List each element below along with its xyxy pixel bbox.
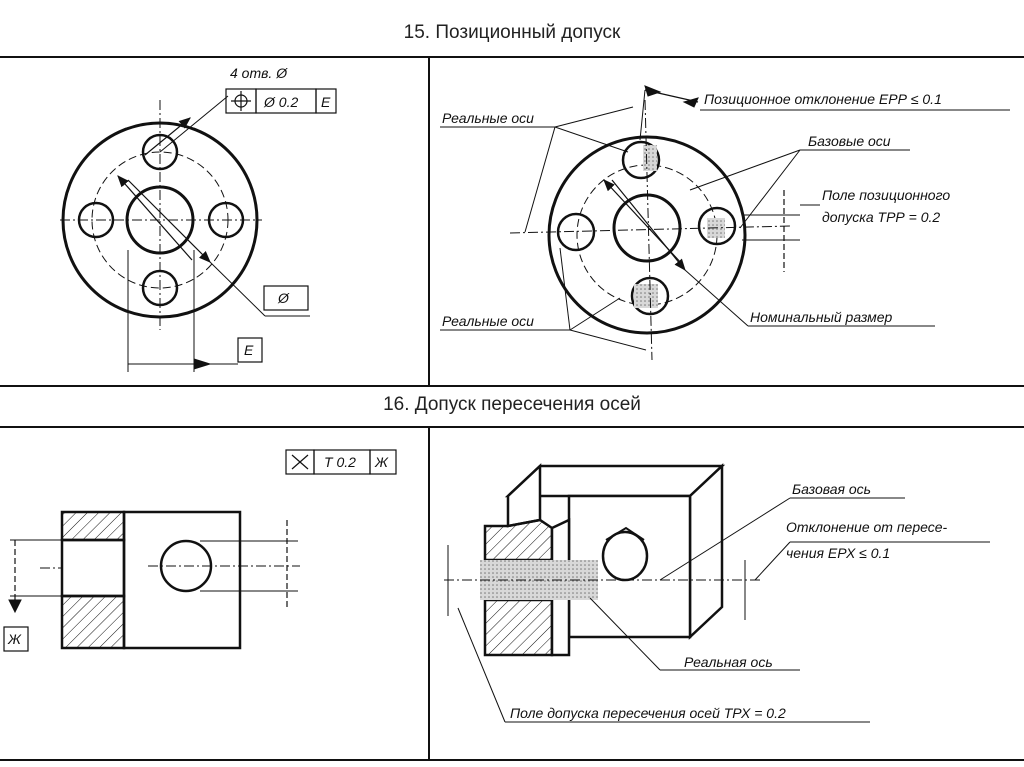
position-fcf-datum: E (321, 94, 331, 110)
flange-front-view (60, 95, 310, 372)
real-axes-bottom-label: Реальные оси (442, 313, 534, 329)
block-section-view (8, 510, 300, 650)
datum-e-box (237, 337, 263, 363)
block-isometric-view (444, 463, 990, 723)
deviation-line2: чения ЕРХ ≤ 0.1 (786, 545, 890, 561)
diameter-box (263, 285, 309, 311)
intersection-fcf (285, 449, 397, 475)
real-axes-top-label: Реальные оси (442, 110, 534, 126)
section-15-title: 15. Позиционный допуск (403, 22, 621, 43)
base-axes-label: Базовые оси (808, 133, 891, 149)
frame-lines (0, 56, 1024, 761)
positional-deviation-label: Позиционное отклонение ЕРР ≤ 0.1 (704, 91, 942, 107)
deviation-line1: Отклонение от пересе- (786, 519, 948, 535)
intersection-fcf-value: T 0.2 (324, 454, 356, 470)
datum-zh-label: Ж (7, 631, 22, 647)
diameter-box-label: Ø (277, 290, 290, 306)
real-axis-label: Реальная ось (684, 654, 773, 670)
intersection-fcf-datum: Ж (374, 454, 389, 470)
base-axis-label: Базовая ось (792, 481, 871, 497)
flange-tolerance-view (440, 85, 1010, 361)
positional-field-line2: допуска ТРР = 0.2 (822, 209, 940, 225)
nominal-size-label: Номинальный размер (750, 309, 893, 325)
position-fcf-value: Ø 0.2 (263, 94, 298, 110)
positional-field-line1: Поле позиционного (822, 187, 950, 203)
datum-zh-box (3, 626, 29, 652)
tolerance-field-label: Поле допуска пересечения осей ТРХ = 0.2 (510, 705, 786, 721)
section-16-title: 16. Допуск пересечения осей (383, 394, 641, 415)
position-fcf (225, 88, 337, 114)
datum-e-label: E (244, 342, 254, 358)
holes-note: 4 отв. Ø (230, 65, 288, 81)
